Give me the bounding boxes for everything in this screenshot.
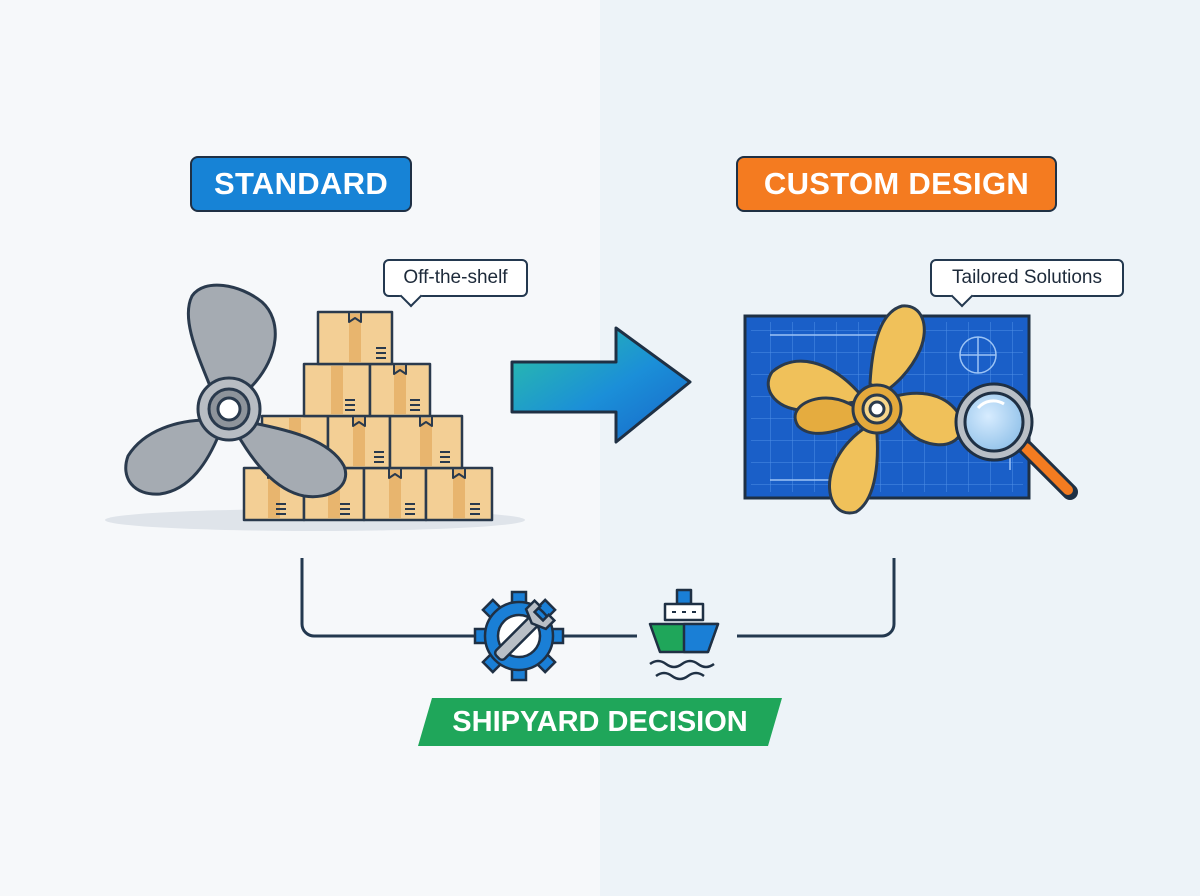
custom-design-badge: CUSTOM DESIGN (736, 156, 1057, 212)
off-the-shelf-label: Off-the-shelf (403, 267, 508, 288)
off-the-shelf-callout: Off-the-shelf (383, 259, 528, 308)
gear-wrench-icon (473, 590, 565, 682)
boxes-icon (242, 310, 494, 522)
connector-line-left (300, 558, 475, 638)
arrow-right-icon (510, 326, 692, 444)
tailored-solutions-label: Tailored Solutions (952, 267, 1102, 288)
ship-icon (648, 588, 720, 681)
gold-propeller-icon (766, 304, 964, 515)
tailored-solutions-callout: Tailored Solutions (930, 259, 1124, 308)
shipyard-decision-banner: SHIPYARD DECISION (418, 698, 782, 746)
propeller-icon (124, 283, 348, 499)
standard-badge: STANDARD (190, 156, 412, 212)
shipyard-decision-label: SHIPYARD DECISION (452, 705, 748, 738)
magnifier-icon (954, 382, 1078, 500)
connector-line-right (737, 558, 896, 638)
banner-shape (418, 698, 782, 746)
